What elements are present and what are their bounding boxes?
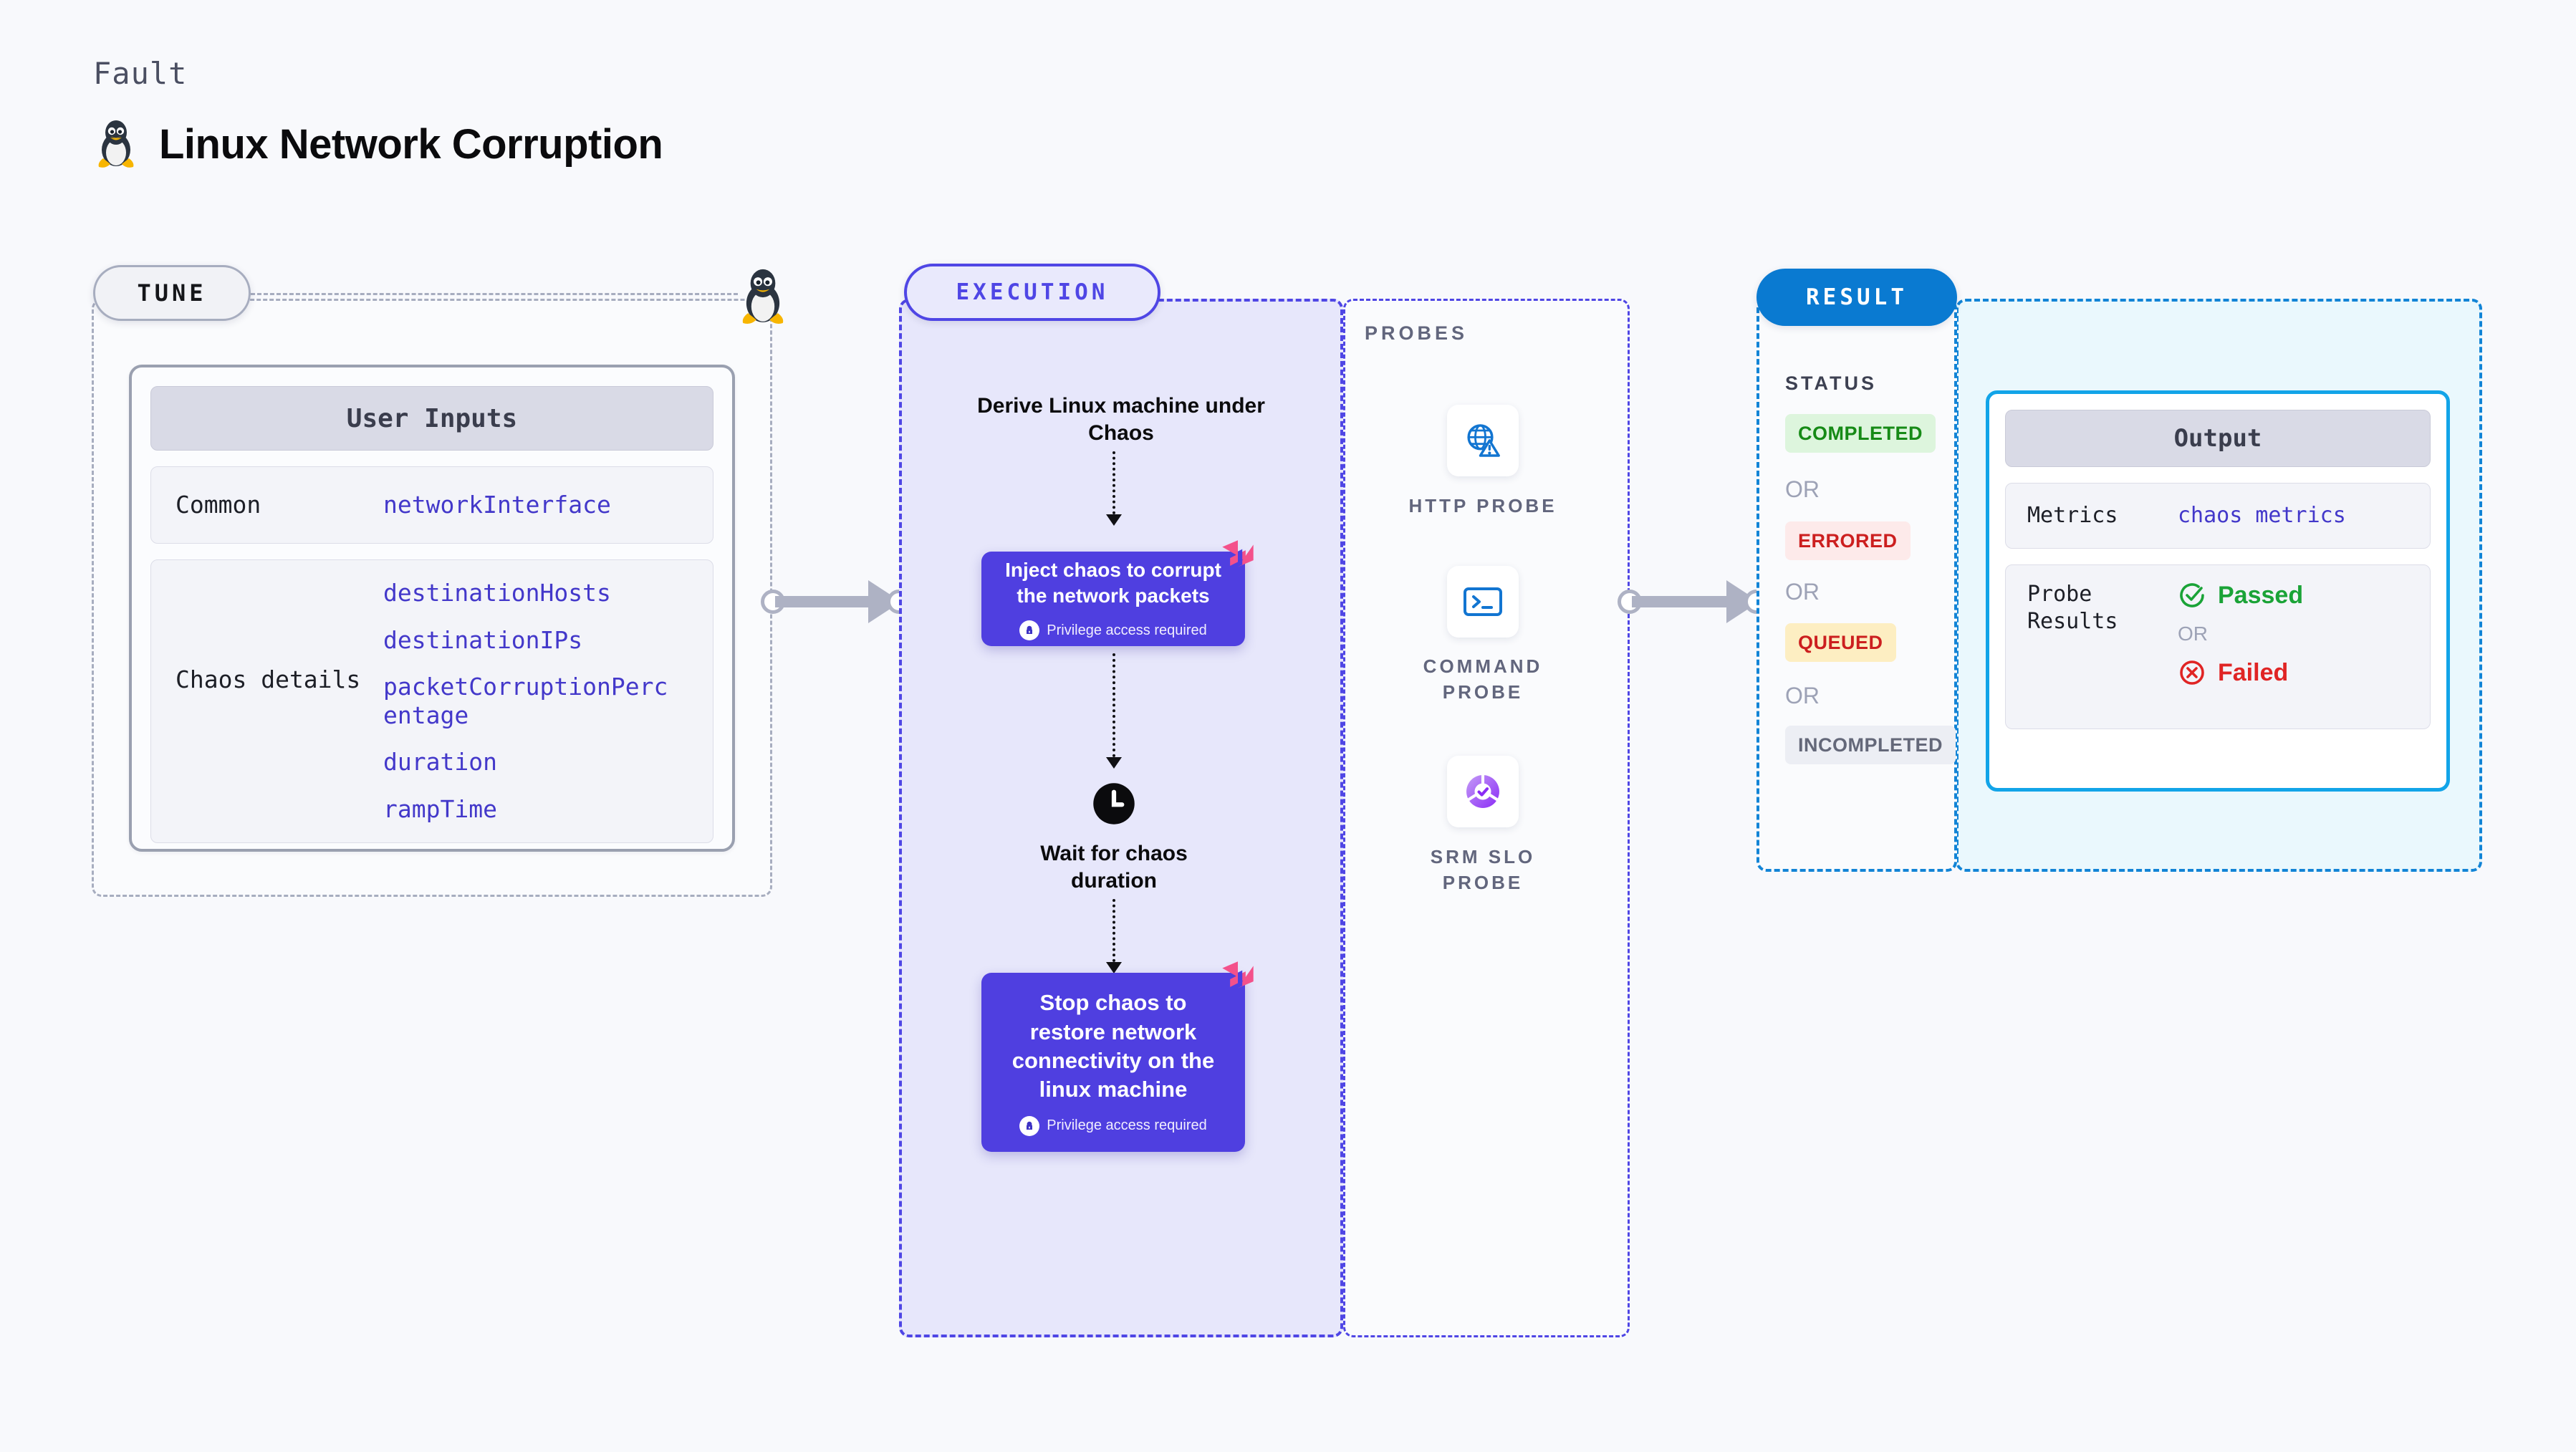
- page-title-row: Linux Network Corruption: [93, 118, 663, 170]
- execution-step-wait-label: Wait for chaos duration: [1040, 842, 1188, 893]
- user-inputs-title: User Inputs: [150, 386, 713, 451]
- output-metrics-value: chaos metrics: [2178, 503, 2346, 528]
- tune-pill-label: TUNE: [137, 279, 207, 307]
- status-or-3: OR: [1785, 683, 1820, 708]
- probe-result-values: Passed OR Failed: [2178, 581, 2303, 687]
- execution-section-pill[interactable]: EXECUTION: [904, 264, 1160, 321]
- chaos-step-label: Stop chaos to restore network connectivi…: [1011, 990, 1215, 1102]
- linux-penguin-icon: [98, 120, 134, 168]
- tune-section-pill[interactable]: TUNE: [93, 265, 251, 321]
- status-or-2: OR: [1785, 579, 1820, 605]
- output-metrics-label: Metrics: [2027, 503, 2118, 529]
- probe-result-or: OR: [2178, 622, 2208, 645]
- privilege-note-label: Privilege access required: [1047, 1117, 1207, 1134]
- tune-value: destinationHosts: [383, 579, 611, 607]
- privilege-note: Privilege access required: [1019, 620, 1207, 641]
- execution-step-stop-chaos[interactable]: Stop chaos to restore network connectivi…: [981, 973, 1245, 1152]
- flow-connector-3: [1112, 899, 1115, 962]
- status-badge-label: QUEUED: [1798, 631, 1883, 653]
- status-badge-label: ERRORED: [1798, 529, 1898, 552]
- x-circle-icon: [2180, 660, 2204, 685]
- flow-arrowhead-3: [1106, 962, 1122, 973]
- flow-connector-1: [1112, 451, 1115, 514]
- probe-failed-label: Failed: [2218, 658, 2289, 686]
- tune-row-label: Chaos details: [176, 665, 361, 693]
- status-badge-incompleted: INCOMPLETED: [1785, 726, 1956, 764]
- harness-logo-icon: [1222, 540, 1254, 567]
- probe-passed-label: Passed: [2218, 581, 2304, 609]
- tune-value: packetCorruptionPercentage: [383, 673, 668, 729]
- flow-connector-2: [1112, 653, 1115, 757]
- status-badge-label: COMPLETED: [1798, 422, 1923, 444]
- terminal-prompt-icon: [1464, 587, 1502, 616]
- result-section-pill[interactable]: RESULT: [1756, 269, 1957, 326]
- check-circle-icon: [2180, 583, 2204, 607]
- probe-caption-http: HTTP PROBE: [1408, 495, 1557, 516]
- output-row-probe-results: Probe Results Passed OR Failed: [2005, 564, 2431, 729]
- probe-tile-srm-slo[interactable]: [1447, 756, 1519, 827]
- tune-value: networkInterface: [383, 491, 611, 519]
- chaos-step-label: Inject chaos to corrupt the network pack…: [1005, 558, 1221, 607]
- result-pill-label: RESULT: [1806, 284, 1908, 310]
- output-card: Output Metrics chaos metrics Probe Resul…: [1986, 390, 2450, 792]
- tune-section: User Inputs Common networkInterface Chao…: [92, 299, 772, 897]
- connector-line: [1632, 596, 1726, 607]
- harness-logo-icon: [1222, 961, 1254, 989]
- lock-icon: [1019, 620, 1040, 641]
- page-title: Linux Network Corruption: [159, 120, 663, 168]
- status-badge-errored: ERRORED: [1785, 521, 1911, 560]
- probe-tile-command[interactable]: [1447, 566, 1519, 638]
- status-badge-label: INCOMPLETED: [1798, 734, 1943, 756]
- privilege-note: Privilege access required: [1019, 1115, 1207, 1136]
- probe-result-passed: Passed: [2178, 581, 2303, 610]
- tune-value: destinationIPs: [383, 625, 583, 654]
- linux-penguin-badge-icon: [742, 269, 784, 324]
- lock-icon: [1019, 1115, 1040, 1136]
- user-inputs-card: User Inputs Common networkInterface Chao…: [129, 365, 735, 852]
- privilege-note-label: Privilege access required: [1047, 622, 1207, 638]
- tune-value: duration: [383, 748, 497, 777]
- tune-row-values: networkInterface: [383, 491, 611, 519]
- execution-step-inject-chaos[interactable]: Inject chaos to corrupt the network pack…: [981, 552, 1245, 646]
- globe-warning-icon: [1467, 424, 1500, 457]
- tune-row-values: destinationHosts destinationIPs packetCo…: [383, 579, 677, 824]
- flow-arrowhead-2: [1106, 757, 1122, 769]
- probe-result-failed: Failed: [2178, 658, 2303, 687]
- probe-caption-srm-slo: SRM SLO PROBE: [1430, 846, 1536, 894]
- tune-value: rampTime: [383, 794, 497, 823]
- output-row-metrics: Metrics chaos metrics: [2005, 483, 2431, 549]
- slo-donut-check-icon: [1466, 773, 1499, 808]
- status-badge-completed: COMPLETED: [1785, 414, 1936, 453]
- connector-probes-to-result: [1632, 580, 1761, 623]
- connector-line: [775, 596, 868, 607]
- output-probe-results-label: Probe Results: [2027, 582, 2118, 634]
- probe-tile-http[interactable]: [1447, 405, 1519, 476]
- status-label: STATUS: [1785, 372, 1877, 394]
- tune-leader-line: [251, 293, 738, 295]
- tune-row-label: Common: [176, 491, 261, 519]
- output-card-title: Output: [2005, 410, 2431, 467]
- page-eyebrow: Fault: [93, 56, 188, 91]
- status-badge-queued: QUEUED: [1785, 623, 1896, 662]
- execution-step-derive-label: Derive Linux machine under Chaos: [977, 394, 1265, 446]
- execution-pill-label: EXECUTION: [956, 279, 1109, 305]
- status-or-1: OR: [1785, 476, 1820, 502]
- probes-section-label: PROBES: [1365, 322, 1469, 344]
- clock-icon: [1093, 783, 1135, 824]
- probe-caption-command: COMMAND PROBE: [1423, 655, 1543, 703]
- tune-row-common: Common networkInterface: [150, 466, 713, 544]
- flow-arrowhead-1: [1106, 514, 1122, 526]
- connector-tune-to-execution: [775, 580, 904, 623]
- tune-row-chaos-details: Chaos details destinationHosts destinati…: [150, 559, 713, 843]
